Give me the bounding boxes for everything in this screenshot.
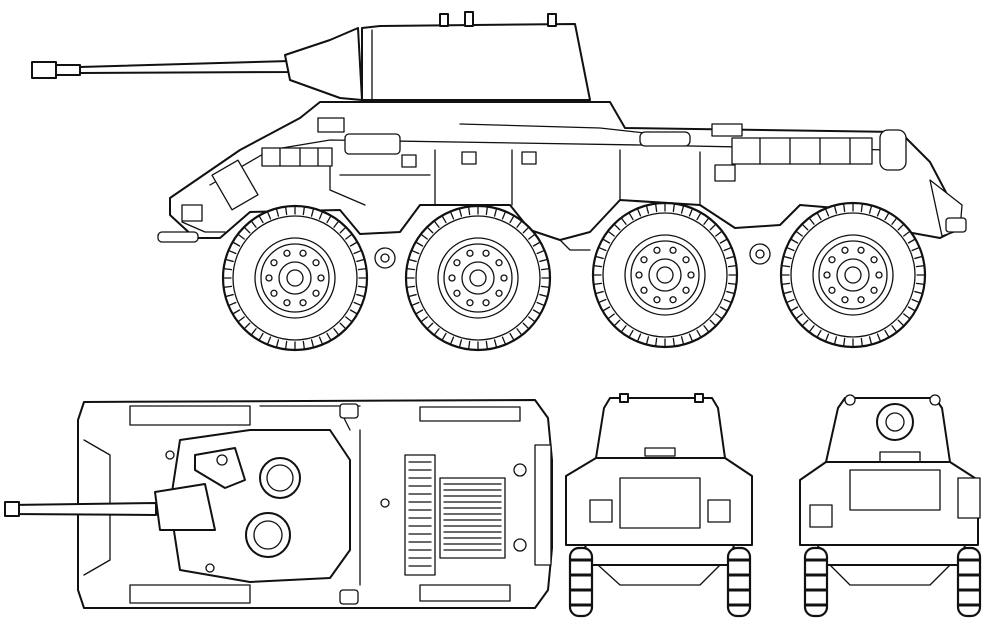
side-turret [362, 12, 590, 100]
side-wheel-4 [781, 203, 925, 347]
side-wheel-3 [593, 203, 737, 347]
side-view [32, 12, 966, 350]
side-wheels [223, 203, 925, 350]
rear-view [800, 395, 980, 616]
side-wheel-2 [406, 206, 550, 350]
side-wheel-1 [223, 206, 367, 350]
side-gun-barrel [32, 28, 362, 100]
front-view [566, 394, 752, 616]
side-suspension [375, 240, 770, 268]
side-hull [158, 102, 966, 242]
top-view [5, 400, 552, 608]
